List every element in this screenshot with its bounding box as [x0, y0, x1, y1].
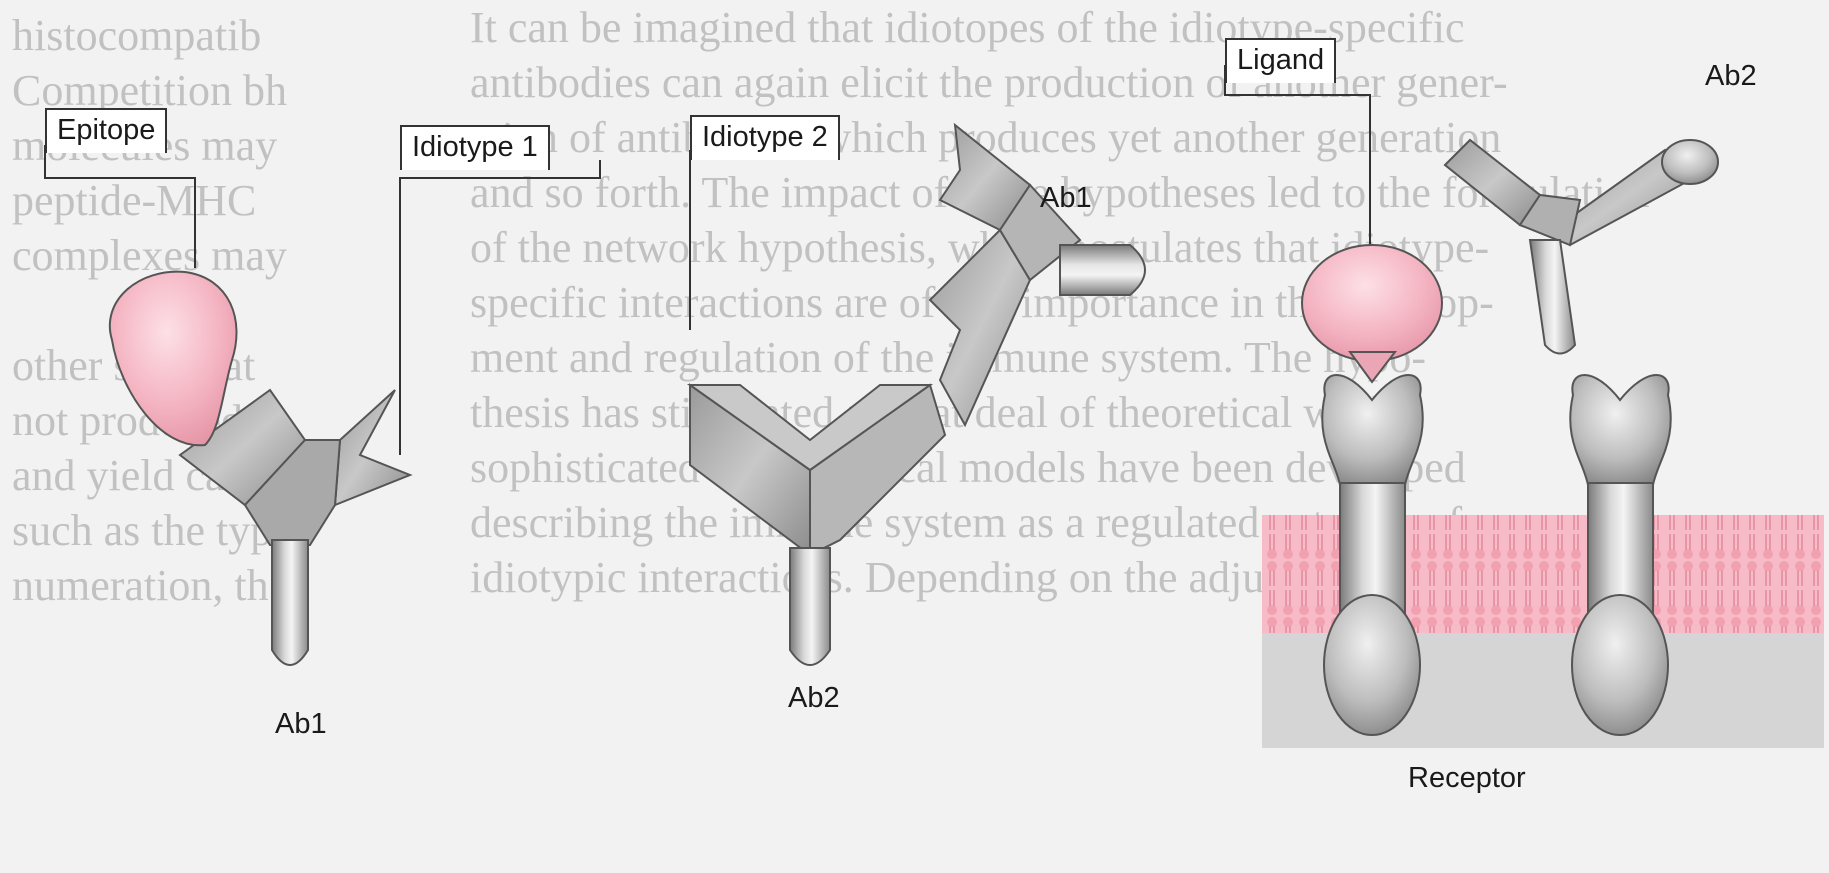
panel-3: [1225, 65, 1824, 748]
panel-1: [45, 145, 600, 665]
epitope-antigen: [110, 272, 237, 446]
ligand-label: Ligand: [1225, 38, 1336, 83]
ligand: [1302, 245, 1442, 361]
idiotype1-leader-line: [400, 160, 600, 455]
ab1-bottom-label: Ab1: [275, 708, 327, 741]
ligand-leader-line: [1225, 65, 1370, 248]
epitope-label: Epitope: [45, 108, 167, 153]
ab1-top-label: Ab1: [1040, 182, 1092, 215]
ab2-antibody: [690, 385, 945, 665]
ab2-right-label: Ab2: [1705, 60, 1757, 93]
epitope-leader-line: [45, 145, 195, 268]
idiotype1-label: Idiotype 1: [400, 125, 550, 170]
idiotype2-label: Idiotype 2: [690, 115, 840, 160]
ab2-floating-antibody: [1445, 140, 1718, 354]
receptor-label: Receptor: [1408, 762, 1526, 795]
ab1-rotated-antibody: [930, 125, 1145, 425]
ab2-bottom-label: Ab2: [788, 682, 840, 715]
